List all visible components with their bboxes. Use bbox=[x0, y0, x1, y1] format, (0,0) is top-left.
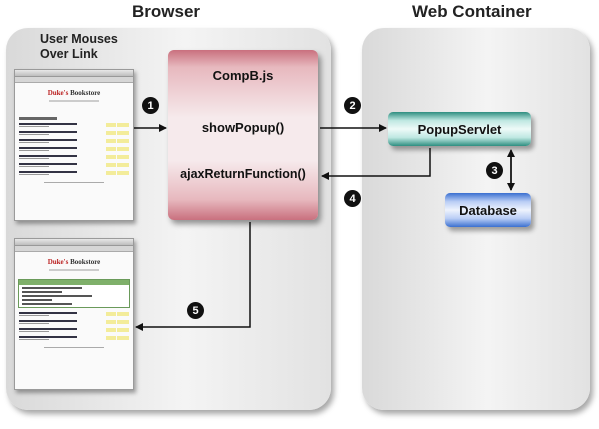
brand-name-1: Duke's bbox=[47, 89, 69, 97]
popup-window bbox=[18, 279, 130, 308]
bookstore-screenshot-after: Duke's Bookstore bbox=[14, 238, 134, 390]
web-container-title: Web Container bbox=[412, 2, 532, 21]
ajax-return-function: ajaxReturnFunction() bbox=[180, 167, 306, 181]
compb-js-box: CompB.js showPopup() ajaxReturnFunction(… bbox=[168, 50, 318, 220]
brand-name-2: Bookstore bbox=[70, 89, 101, 97]
user-action-label-line2: Over Link bbox=[40, 47, 98, 61]
browser-title: Browser bbox=[132, 2, 201, 21]
step-5-badge: 5 bbox=[187, 302, 204, 319]
brand-name-1: Duke's bbox=[47, 258, 69, 266]
database-box: Database bbox=[445, 193, 531, 227]
compb-js-title: CompB.js bbox=[212, 68, 274, 83]
step-1-badge: 1 bbox=[142, 97, 159, 114]
step-3-badge: 3 bbox=[486, 162, 503, 179]
show-popup-function: showPopup() bbox=[201, 120, 285, 135]
step-4-badge: 4 bbox=[344, 190, 361, 207]
bookstore-screenshot-before: Duke's Bookstore bbox=[14, 69, 134, 221]
user-action-label: User Mouses Over Link bbox=[40, 32, 118, 62]
popup-servlet-box: PopupServlet bbox=[388, 112, 531, 146]
user-action-label-line1: User Mouses bbox=[40, 32, 118, 46]
brand-name-2: Bookstore bbox=[70, 258, 101, 266]
step-2-badge: 2 bbox=[344, 97, 361, 114]
